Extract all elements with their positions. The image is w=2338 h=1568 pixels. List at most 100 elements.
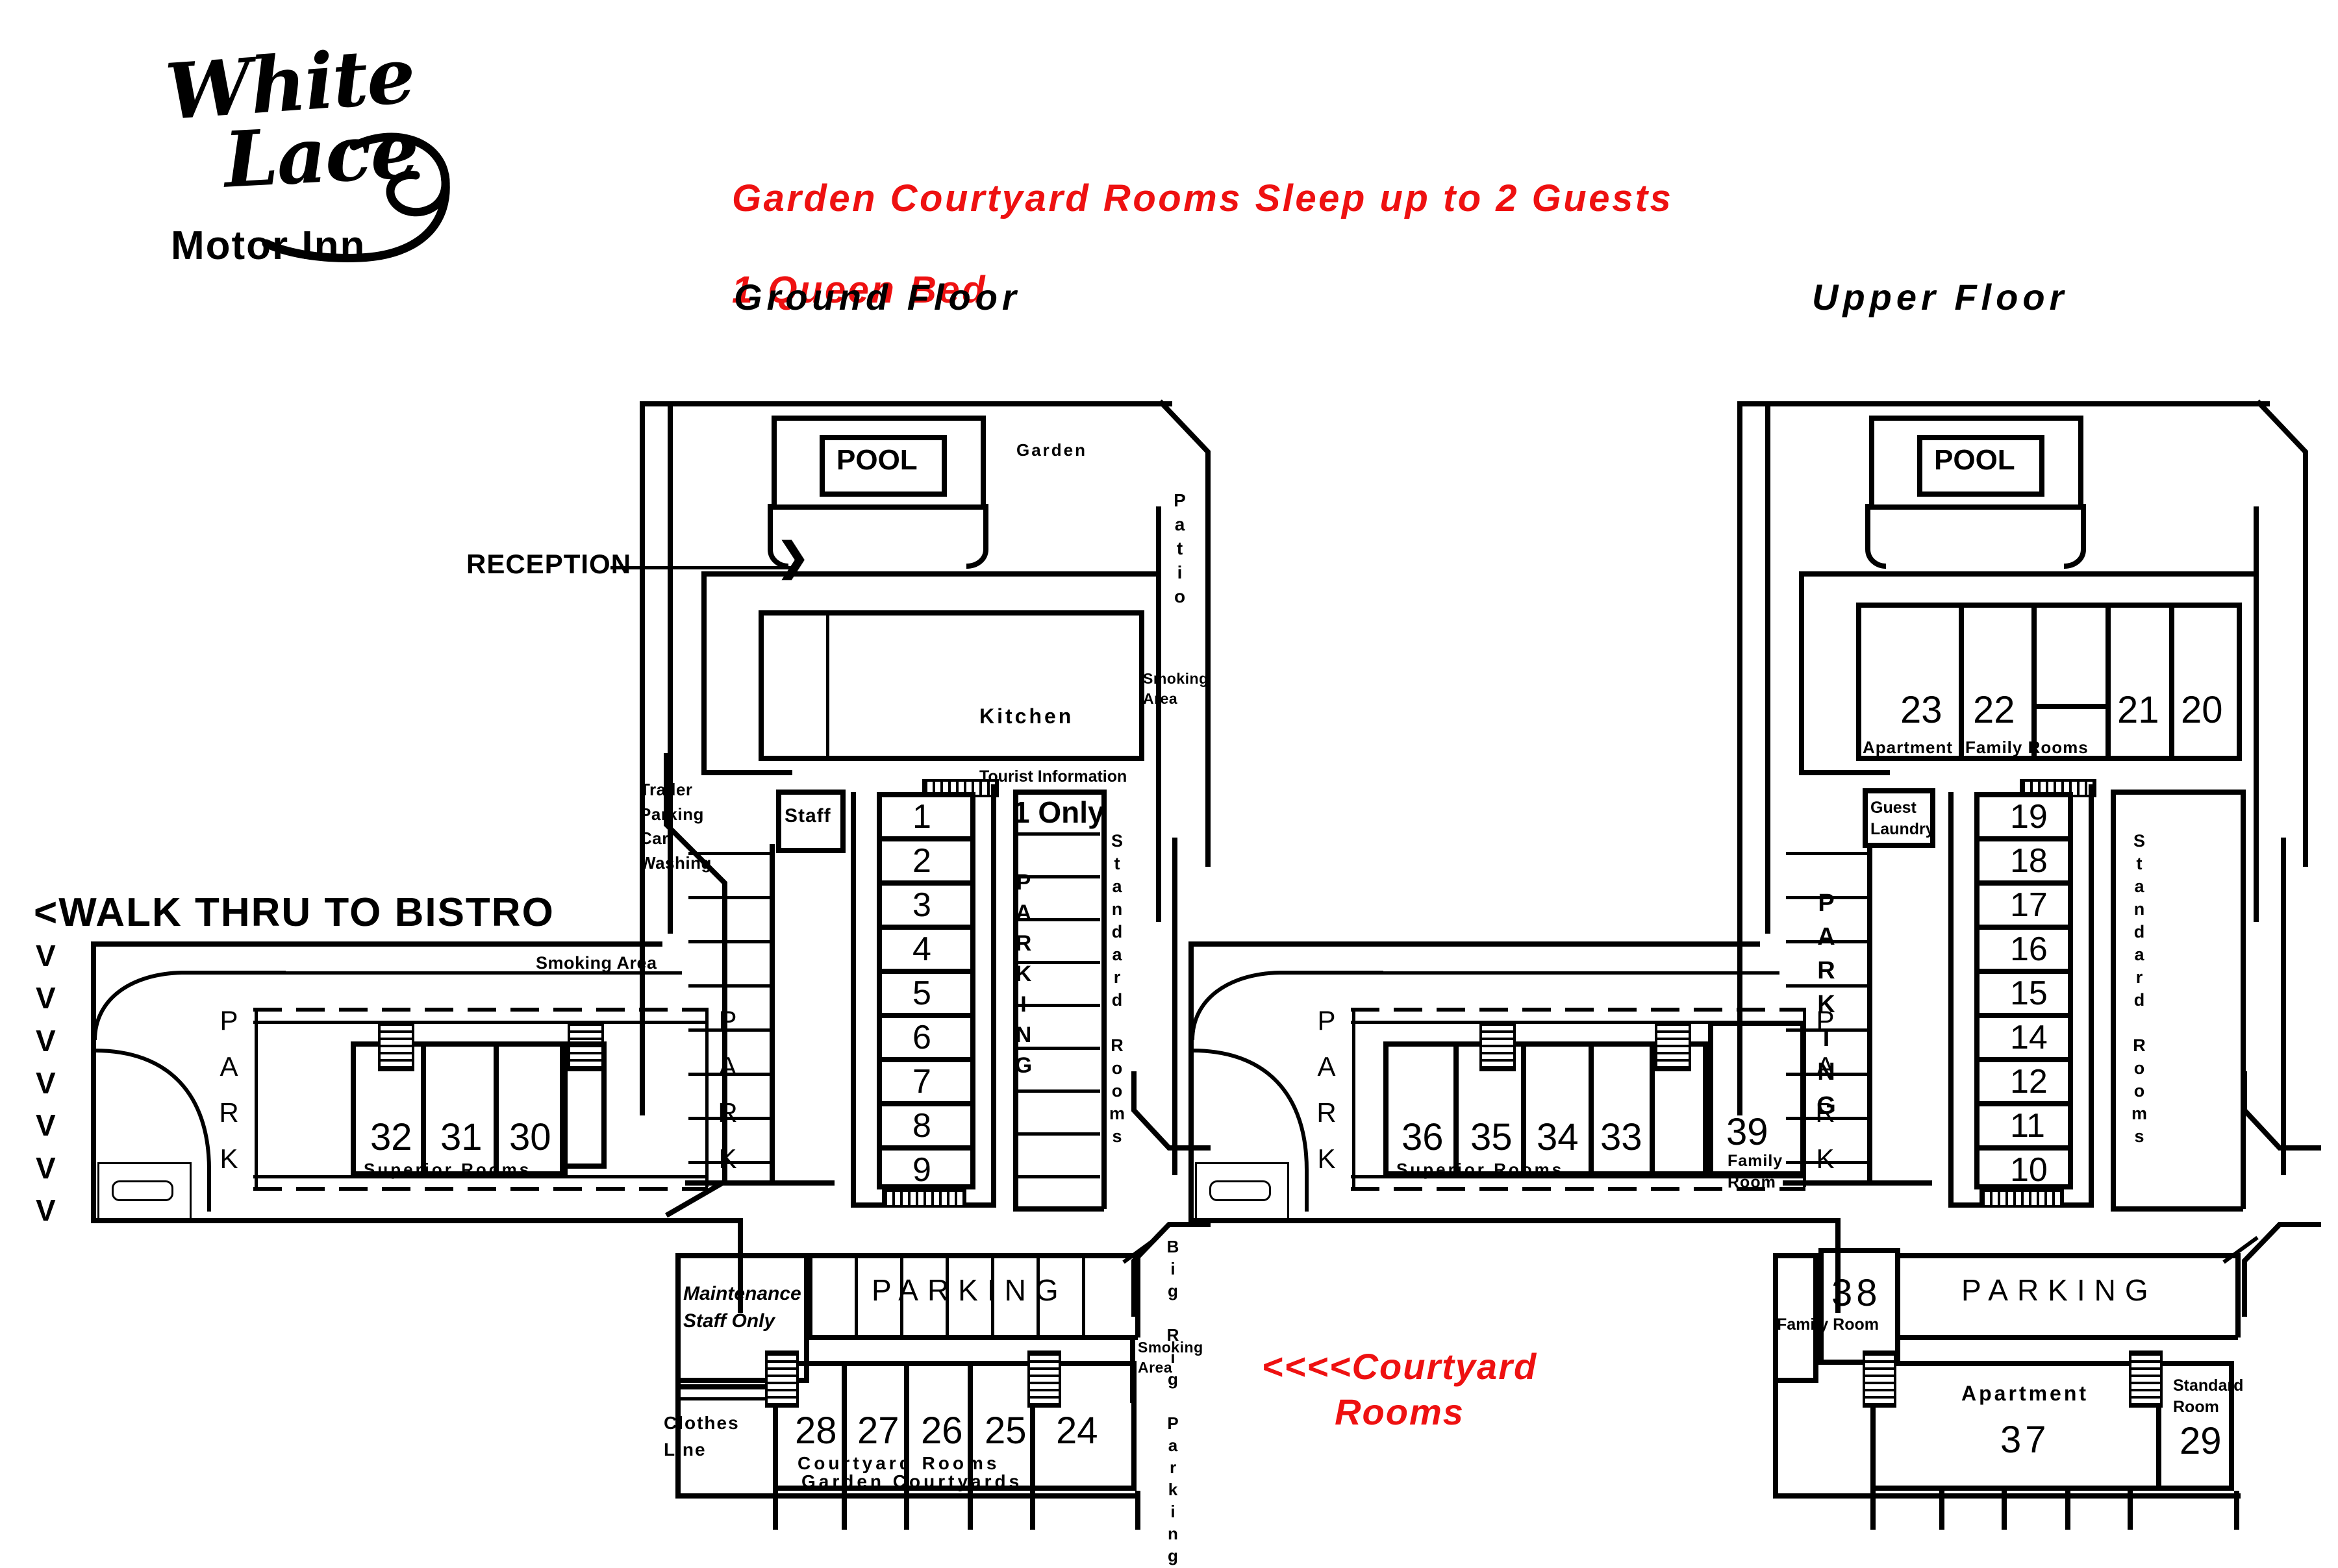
parking-strip-bottom — [809, 1335, 1138, 1340]
upper-floor-plan: POOL 23 22 21 20 Apartment Family Rooms … — [1098, 0, 2338, 1558]
right-bay-edge-left — [1013, 790, 1018, 1209]
down-arrow-icon: V — [36, 1151, 56, 1185]
rooms-walkway-left — [1948, 792, 1954, 1208]
courtyard-room-divider — [842, 1361, 847, 1491]
staff-label: Staff — [785, 805, 831, 827]
stair-icon — [765, 1350, 799, 1408]
room-number: 30 — [509, 1116, 551, 1158]
bottom-div — [2234, 1491, 2239, 1530]
smoking-area-label-bottom: Smoking Area — [1138, 1339, 1203, 1376]
room-divider — [1974, 880, 2073, 886]
room-number: 18 — [2010, 842, 2048, 880]
pool-gate-right — [2063, 504, 2086, 569]
wing-connector — [1835, 1218, 1841, 1313]
stair-icon — [1980, 1189, 2064, 1208]
upper-top-rooms-block — [1856, 603, 2242, 761]
apartment-37-block — [1870, 1361, 2234, 1491]
room-number: 27 — [857, 1410, 899, 1452]
room-number: 23 — [1900, 689, 1942, 731]
room-number: 36 — [1402, 1116, 1444, 1158]
left-bay-edge — [770, 844, 775, 1183]
room-number: 33 — [1600, 1116, 1642, 1158]
ground-left-lower-edge — [675, 1383, 681, 1495]
room-number: 22 — [1973, 689, 2015, 731]
parking-corner-chamfer — [2222, 1236, 2259, 1264]
bottom-div — [2065, 1491, 2070, 1530]
room-divider — [877, 1101, 975, 1106]
courtyard-rooms-caption: Courtyard Rooms — [798, 1453, 1000, 1473]
room-29-divider — [2156, 1361, 2161, 1491]
left-bay-edge — [1867, 844, 1872, 1183]
site-boundary-left — [1737, 401, 1742, 1115]
maint-bottom-2 — [675, 1397, 799, 1400]
right-strip-top — [2111, 790, 2243, 795]
bay-line — [688, 1028, 772, 1032]
guest-laundry-label: Guest Laundry — [1870, 799, 1935, 838]
room-number: 37 — [2000, 1419, 2050, 1461]
main-block-top — [701, 571, 1160, 577]
bottom-div — [1870, 1491, 1876, 1530]
parking-bay-div — [809, 1253, 812, 1335]
room-number: 3 — [912, 886, 931, 924]
veranda-rail-top — [253, 1008, 708, 1012]
reception-arrow-icon: ❯ — [777, 535, 810, 579]
room-divider — [877, 880, 975, 886]
maintenance-label: Maintenance Staff Only — [683, 1283, 801, 1332]
parking-bay-div — [900, 1253, 903, 1335]
bay-line — [1786, 1028, 1869, 1032]
veranda-rail-top — [1351, 1008, 1805, 1012]
down-arrow-icon: V — [36, 1108, 56, 1143]
upper-room-divider — [1959, 603, 1964, 761]
site-boundary-left-inner — [668, 401, 673, 934]
pool-label: POOL — [1934, 444, 2015, 476]
family-room-38-caption: Family Room — [1777, 1315, 1879, 1334]
site-boundary-right-lower — [2281, 838, 2286, 1175]
park-vertical-right-upper: PARK — [1810, 1005, 1841, 1189]
room-number: 11 — [2010, 1107, 2045, 1145]
garden-courtyard-div — [773, 1491, 778, 1530]
pool-label: POOL — [836, 444, 918, 476]
standard-rooms-block-ground — [877, 792, 975, 1189]
rooms-walkway-left — [851, 792, 856, 1208]
site-boundary-top — [1737, 401, 2270, 406]
room-number: 32 — [370, 1116, 412, 1158]
bay-line — [688, 896, 772, 899]
driveway-curve-top — [1190, 971, 1383, 1041]
site-boundary-right — [1205, 477, 1211, 867]
room-divider — [877, 925, 975, 930]
room-divider — [877, 1145, 975, 1151]
upper-left-lower-edge — [1773, 1383, 1778, 1495]
down-arrow-icon: V — [36, 981, 56, 1015]
park-vertical-left-upper: PARK — [1311, 1005, 1342, 1189]
superior-rooms-caption-upper: Superior Rooms — [1396, 1160, 1565, 1179]
pool-enclosure — [1869, 416, 2083, 510]
room-number: 8 — [912, 1107, 931, 1145]
courtyard-room-divider — [904, 1361, 909, 1491]
bay-line — [1014, 1004, 1100, 1007]
parking-bay-div — [855, 1253, 858, 1335]
driveway-edge-top — [182, 971, 682, 975]
room-number: 39 — [1726, 1111, 1768, 1153]
bay-line — [1014, 1089, 1100, 1093]
parking-vertical-label-ground: PARKING — [1011, 870, 1036, 1084]
bottom-div — [2128, 1491, 2133, 1530]
park-vertical-right-ground: PARK — [712, 1005, 743, 1189]
reception-leader-line — [610, 566, 791, 569]
pool-gate-left — [1865, 504, 1887, 569]
ground-floor-title: Ground Floor — [734, 277, 1021, 317]
standard-rooms-block-upper — [1974, 792, 2073, 1189]
family-rooms-caption-upper: Family Rooms — [1965, 738, 2089, 757]
room-number: 28 — [795, 1410, 837, 1452]
parking-big-label-upper: PARKING — [1961, 1273, 2157, 1307]
bay-line — [1014, 1132, 1100, 1136]
room-divider — [1974, 925, 2073, 930]
parking-bay-div — [946, 1253, 949, 1335]
veranda-edge-top — [1351, 1021, 1805, 1024]
right-bay-top — [1013, 790, 1104, 795]
garden-courtyard-div — [1135, 1491, 1140, 1530]
stair-icon — [1655, 1021, 1691, 1071]
standard-room-29-caption: Standard Room — [2173, 1376, 2244, 1416]
entry-kiosk-inner — [1209, 1180, 1271, 1201]
driveway-curve-top — [93, 971, 286, 1041]
room-number: 16 — [2010, 930, 2048, 968]
